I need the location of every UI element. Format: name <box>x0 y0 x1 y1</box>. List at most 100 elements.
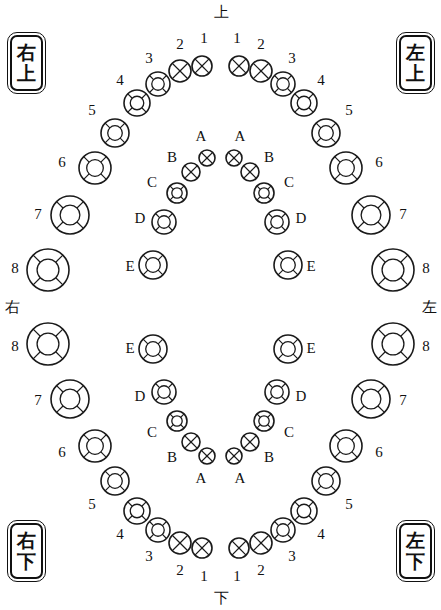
tooth-line <box>105 486 110 491</box>
tooth-symbol <box>352 380 390 418</box>
tooth-line <box>172 71 180 79</box>
tooth-outline <box>312 467 340 495</box>
tooth-line <box>150 88 154 92</box>
tooth-inner <box>108 474 123 489</box>
tooth-line <box>378 406 384 412</box>
tooth-symbol <box>254 183 274 203</box>
tooth-outline <box>124 90 150 116</box>
tooth-line <box>158 270 163 275</box>
tooth-outline <box>152 380 176 404</box>
tooth-line <box>335 157 340 162</box>
tooth-line <box>261 543 269 551</box>
tooth-line <box>335 435 340 440</box>
tooth-line <box>253 63 261 71</box>
quadrant-box: 右下 <box>10 523 43 579</box>
tooth-line <box>287 76 291 80</box>
tooth-line <box>378 352 385 359</box>
tooth-line <box>180 535 188 543</box>
tooth-line <box>253 543 261 551</box>
tooth-inner <box>338 160 355 177</box>
tooth-outline <box>139 251 167 279</box>
tooth-line <box>120 138 125 143</box>
tooth-line <box>156 214 160 218</box>
tooth-line <box>142 502 146 506</box>
tooth-line <box>275 522 279 526</box>
tooth-outline <box>199 150 215 166</box>
tooth-line <box>201 450 207 456</box>
direction-label: 左 <box>422 300 437 315</box>
tooth-symbol <box>79 152 111 184</box>
tooth-line <box>56 329 63 336</box>
tooth-line <box>244 436 250 442</box>
tooth-inner <box>87 160 104 177</box>
tooth-line <box>143 339 148 344</box>
tooth-line <box>287 534 291 538</box>
tooth-outline <box>146 72 170 96</box>
tooth-number: 6 <box>375 155 383 170</box>
tooth-symbol <box>124 90 150 116</box>
tooth-line <box>378 329 385 336</box>
tooth-line <box>128 502 132 506</box>
tooth-line <box>250 442 256 448</box>
tooth-symbol <box>182 163 200 181</box>
tooth-number: C <box>147 425 157 440</box>
tooth-line <box>358 222 364 228</box>
tooth-outline <box>330 152 362 184</box>
tooth-outline <box>291 90 317 116</box>
tooth-symbol <box>274 251 302 279</box>
tooth-line <box>253 71 261 79</box>
tooth-symbol <box>101 119 129 147</box>
tooth-symbol <box>271 518 295 542</box>
tooth-line <box>281 226 285 230</box>
tooth-line <box>281 384 285 388</box>
tooth-number: D <box>296 211 307 226</box>
tooth-line <box>335 174 340 179</box>
tooth-line <box>150 76 154 80</box>
tooth-outline <box>241 163 259 181</box>
tooth-inner <box>158 216 170 228</box>
tooth-symbol <box>229 56 249 76</box>
tooth-line <box>358 406 364 412</box>
tooth-line <box>180 543 188 551</box>
tooth-line <box>228 158 234 164</box>
tooth-line <box>401 278 408 285</box>
tooth-line <box>278 339 283 344</box>
tooth-number: D <box>135 211 146 226</box>
tooth-outline <box>124 498 150 524</box>
tooth-line <box>275 88 279 92</box>
tooth-line <box>401 255 408 262</box>
tooth-symbol <box>169 532 191 554</box>
tooth-line <box>142 516 146 520</box>
tooth-symbol <box>101 467 129 495</box>
tooth-line <box>181 186 184 189</box>
tooth-line <box>105 123 110 128</box>
tooth-line <box>185 172 191 178</box>
tooth-outline <box>51 380 89 418</box>
tooth-symbol <box>152 380 176 404</box>
tooth-line <box>105 471 110 476</box>
tooth-symbol <box>139 335 167 363</box>
tooth-symbol <box>51 196 89 234</box>
tooth-number: 7 <box>399 393 407 408</box>
tooth-line <box>181 197 184 200</box>
tooth-number: 4 <box>116 73 124 88</box>
tooth-line <box>352 435 357 440</box>
tooth-line <box>228 152 234 158</box>
tooth-line <box>142 108 146 112</box>
tooth-line <box>358 386 364 392</box>
tooth-line <box>239 66 246 73</box>
tooth-line <box>316 486 321 491</box>
tooth-inner <box>60 205 80 225</box>
tooth-line <box>269 226 273 230</box>
tooth-line <box>269 384 273 388</box>
tooth-inner <box>60 389 80 409</box>
tooth-inner <box>277 78 289 90</box>
tooth-line <box>191 166 197 172</box>
tooth-outline <box>101 119 129 147</box>
tooth-outline <box>265 380 289 404</box>
tooth-line <box>156 384 160 388</box>
tooth-symbol <box>199 150 215 166</box>
tooth-line <box>77 386 83 392</box>
tooth-line <box>257 414 260 417</box>
